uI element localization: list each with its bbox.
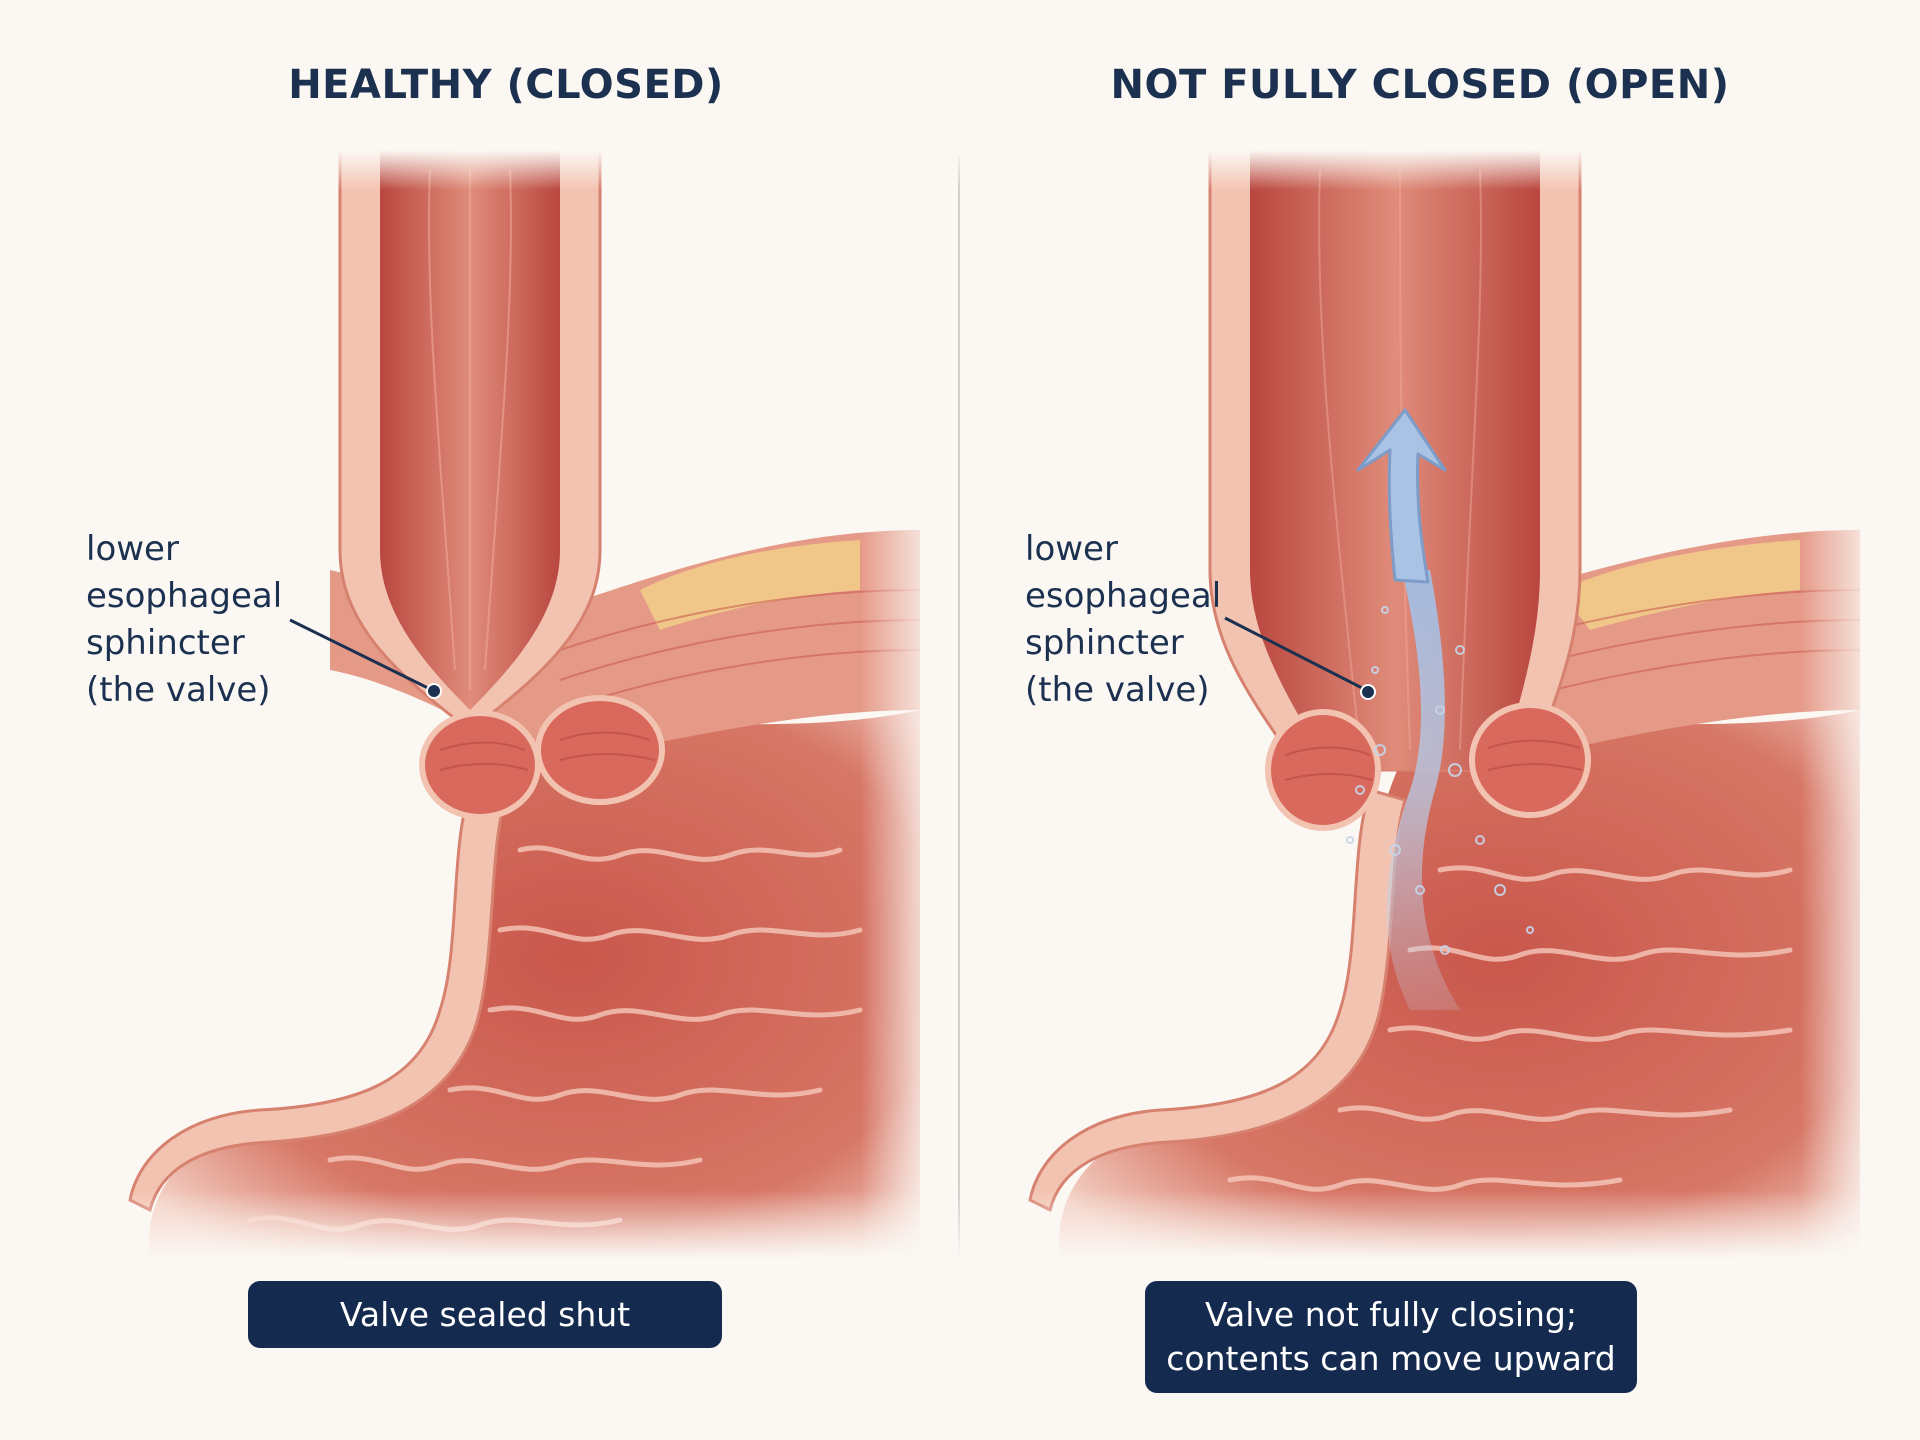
- caption-line: Valve not fully closing;: [1205, 1295, 1577, 1334]
- stomach-body: [148, 710, 920, 1260]
- caption-line: contents can move upward: [1166, 1339, 1616, 1378]
- valve-label-healthy: lower esophageal sphincter (the valve): [86, 526, 282, 714]
- label-leader-line: [289, 618, 433, 692]
- sphincter-muscle-right: [1469, 702, 1591, 818]
- stomach-body: [1058, 710, 1860, 1260]
- fat-layer: [640, 540, 860, 630]
- reflux-bubbles: [1346, 606, 1534, 955]
- sphincter-muscle-right: [535, 695, 665, 805]
- panel-title-healthy: HEALTHY (CLOSED): [288, 62, 724, 108]
- caption-healthy: Valve sealed shut: [248, 1281, 722, 1348]
- panel-divider: [958, 155, 960, 1260]
- diagram-not-fully-closed: [940, 150, 1880, 1260]
- valve-label-line: (the valve): [86, 670, 271, 710]
- caption-open: Valve not fully closing; contents can mo…: [1145, 1281, 1637, 1393]
- label-leader-dot: [1360, 684, 1376, 700]
- sphincter-muscle-left: [1265, 709, 1381, 831]
- valve-label-line: sphincter: [1025, 623, 1184, 663]
- stomach-rugae: [1227, 865, 1793, 1192]
- valve-label-open: lower esophageal sphincter (the valve): [1025, 526, 1221, 714]
- valve-label-line: esophageal: [1025, 576, 1222, 616]
- label-leader-dot: [426, 683, 442, 699]
- fat-layer: [1560, 540, 1800, 630]
- panel-title-open: NOT FULLY CLOSED (OPEN): [1110, 62, 1730, 108]
- label-leader-line: [1224, 616, 1367, 692]
- caption-line: Valve sealed shut: [339, 1294, 631, 1334]
- upward-arrow-icon: [1356, 408, 1447, 584]
- valve-label-line: (the valve): [1025, 670, 1210, 710]
- reflux-stream: [1386, 570, 1460, 1010]
- valve-label-line: lower: [86, 529, 179, 569]
- valve-label-line: lower: [1025, 529, 1118, 569]
- valve-label-line: sphincter: [86, 623, 245, 663]
- valve-label-line: esophageal: [86, 576, 283, 616]
- diagram-healthy-closed: [0, 150, 940, 1260]
